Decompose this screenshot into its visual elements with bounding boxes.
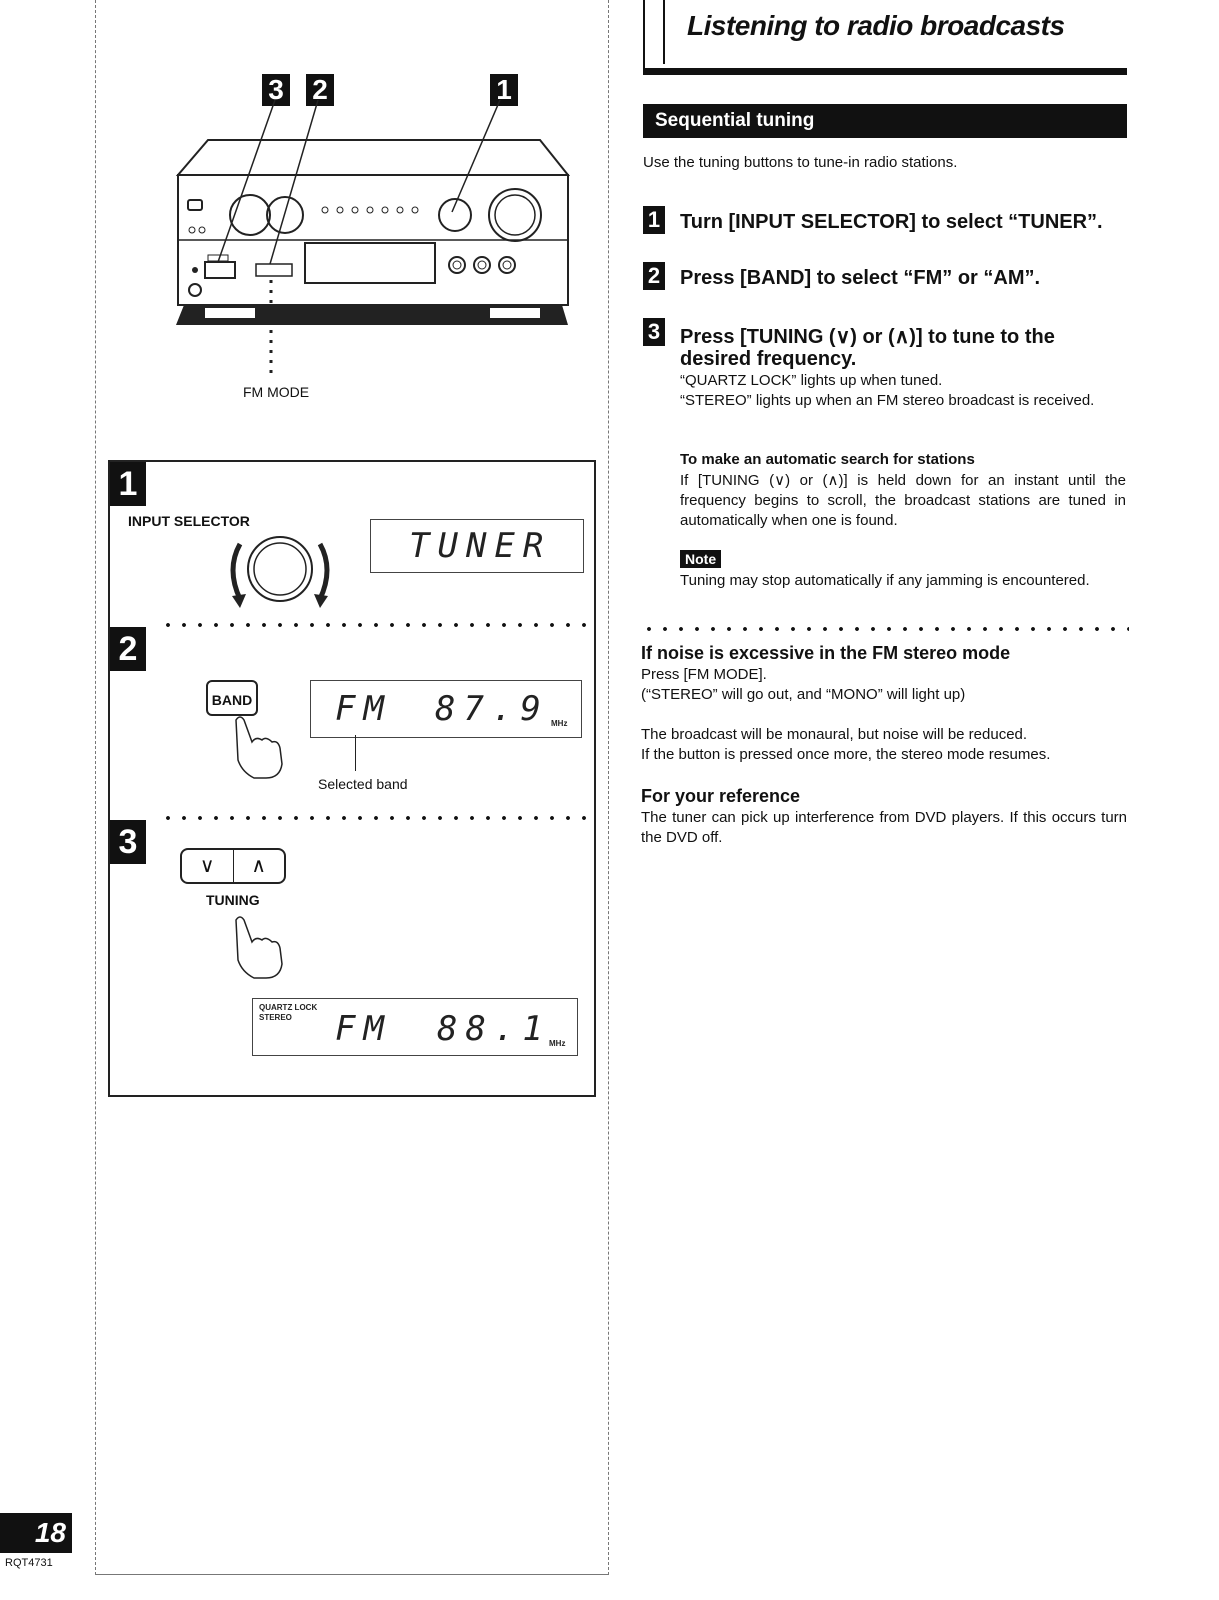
note-text: Tuning may stop automatically if any jam… [680,572,1090,589]
step-3-detail-1: “QUARTZ LOCK” lights up when tuned. [680,372,943,389]
panel-divider-1 [160,623,590,627]
panel-step-1-number: 1 [110,462,146,506]
noise-line-3: The broadcast will be monaural, but nois… [641,726,1028,743]
step-3-text-line1: Press [TUNING (∨) or (∧)] to tune to the [680,326,1055,348]
selected-band-label: Selected band [318,776,408,792]
left-guide-line [95,0,96,1575]
section-heading: Sequential tuning [643,104,1127,138]
tuning-buttons: ∨ ∧ [180,848,286,884]
page-number: 18 [0,1513,72,1553]
center-guide-line [608,0,609,1575]
display-tuned-band: FM [335,1009,392,1049]
step-1-text: Turn [INPUT SELECTOR] to select “TUNER”. [680,211,1103,233]
step-2-text: Press [BAND] to select “FM” or “AM”. [680,267,1041,289]
mhz-unit-2: MHz [549,1039,566,1048]
display-tuned-freq: 88.1 [437,1009,551,1049]
illus-label-1: 1 [490,74,518,106]
page-title: Listening to radio broadcasts [687,10,1065,41]
reference-text: The tuner can pick up interference from … [641,809,1127,846]
step-1-number: 1 [643,206,665,234]
step-3-number: 3 [643,318,665,346]
display-tuned: QUARTZ LOCK STEREO FM 88.1 MHz [252,998,578,1056]
mhz-unit-1: MHz [551,719,568,728]
fm-mode-label: FM MODE [243,384,310,400]
separator-dots [641,627,1129,631]
panel-divider-2 [160,816,590,820]
display-tuner-text: TUNER [409,526,552,566]
steps-panel: 1 INPUT SELECTOR TUNER 2 BAND FM 87.9 MH… [108,460,596,1097]
input-selector-knob-icon [230,536,330,608]
display-band-freq: 87.9 [435,689,549,729]
hand-press-icon-2 [235,916,283,979]
illus-label-3: 3 [262,74,290,106]
noise-line-4: If the button is pressed once more, the … [641,746,1051,763]
noise-line-1: Press [FM MODE]. [641,666,767,683]
noise-line-2: (“STEREO” will go out, and “MONO” will l… [641,686,966,703]
intro-text: Use the tuning buttons to tune-in radio … [643,154,958,171]
quartz-lock-indicator: QUARTZ LOCK [259,1003,318,1012]
step-3-detail-2: “STEREO” lights up when an FM stereo bro… [680,392,1095,409]
tuning-up-button[interactable]: ∧ [251,855,267,877]
panel-step-2-number: 2 [110,627,146,671]
step-2-number: 2 [643,262,665,290]
tuning-down-button[interactable]: ∨ [182,850,234,882]
model-code: RQT4731 [5,1557,53,1569]
selected-band-pointer [355,735,356,771]
tuning-label: TUNING [206,892,260,908]
auto-search-text: If [TUNING (∨) or (∧)] is held down for … [680,472,1126,529]
noise-heading: If noise is excessive in the FM stereo m… [641,643,1011,663]
title-header: Listening to radio broadcasts [643,0,1127,75]
display-band: FM 87.9 MHz [310,680,582,738]
display-tuner: TUNER [370,519,584,573]
illus-label-2: 2 [306,74,334,106]
note-badge: Note [680,550,722,568]
stereo-indicator: STEREO [259,1013,292,1022]
auto-search-heading: To make an automatic search for stations [680,451,975,468]
display-band-text: FM [335,689,392,729]
hand-press-icon [235,716,283,779]
panel-step-3-number: 3 [110,820,146,864]
reference-heading: For your reference [641,786,801,806]
bottom-guide-line [95,1574,608,1575]
input-selector-label: INPUT SELECTOR [128,513,250,529]
step-3-text-line2: desired frequency. [680,348,857,370]
band-button[interactable]: BAND [206,680,258,716]
receiver-illustration [175,100,571,380]
